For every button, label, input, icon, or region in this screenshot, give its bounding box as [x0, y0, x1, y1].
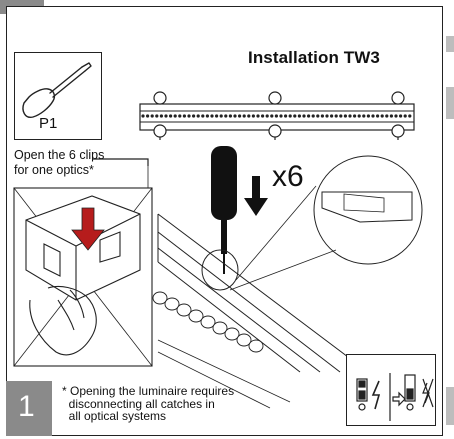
rail-dot — [279, 114, 283, 118]
rail-dot — [242, 114, 246, 118]
rail-dot — [311, 114, 315, 118]
rail-dot — [150, 114, 154, 118]
down-arrow-icon — [244, 176, 268, 216]
rail-dot — [288, 114, 292, 118]
rail-dot — [265, 114, 269, 118]
rail-dot — [205, 114, 209, 118]
rail-dot — [182, 114, 186, 118]
rail-dot — [141, 114, 145, 118]
rail-dot — [399, 114, 403, 118]
side-marker-mid — [446, 87, 454, 119]
rail-dot — [274, 114, 278, 118]
rail-dot — [284, 114, 288, 118]
red-arrow-icon — [71, 207, 105, 251]
rail-dot — [247, 114, 251, 118]
rail-dot — [334, 114, 338, 118]
rail-dot — [164, 114, 168, 118]
rail-dot — [215, 114, 219, 118]
disconnect-power-icon — [346, 354, 436, 426]
page-title: Installation TW3 — [248, 48, 380, 67]
rail-dot — [201, 114, 205, 118]
step-number: 1 — [18, 390, 35, 423]
rail-dot — [293, 114, 297, 118]
rail-dot — [169, 114, 173, 118]
footnote: * Opening the luminaire requires disconn… — [62, 384, 235, 423]
rail-dot — [146, 114, 150, 118]
rail-dot — [302, 114, 306, 118]
rail-dot — [192, 114, 196, 118]
rail-dot — [343, 114, 347, 118]
rail-dot — [178, 114, 182, 118]
rail-dot — [270, 114, 274, 118]
rail-dot — [219, 114, 223, 118]
rail-dot — [159, 114, 163, 118]
rail-dot — [408, 114, 412, 118]
rail-dot — [316, 114, 320, 118]
rail-dot — [320, 114, 324, 118]
rail-dot — [297, 114, 301, 118]
rail-dot — [376, 114, 380, 118]
rail-dot — [256, 114, 260, 118]
rail-dot — [339, 114, 343, 118]
rail-dot — [389, 114, 393, 118]
rail-dot — [380, 114, 384, 118]
tool-label: P1 — [39, 115, 58, 132]
rail-dot — [394, 114, 398, 118]
rail-dot — [371, 114, 375, 118]
rail-dot — [155, 114, 159, 118]
rail-lines-bottom — [157, 339, 291, 409]
rail-dot — [196, 114, 200, 118]
rail-dot — [403, 114, 407, 118]
side-marker-top — [446, 36, 454, 52]
rail-dot — [210, 114, 214, 118]
rail-clips-illustration — [157, 155, 423, 373]
rail-dot — [330, 114, 334, 118]
rail-dot — [385, 114, 389, 118]
rail-dots — [141, 114, 412, 118]
side-marker-bottom — [446, 387, 454, 425]
step-number-box — [6, 381, 52, 436]
clip-instruction-text: Open the 6 clips for one optics* — [14, 148, 105, 177]
clip-instruction: Open the 6 clips for one optics* — [14, 148, 104, 178]
rail-bar — [139, 91, 415, 140]
optics-lenses — [152, 291, 264, 353]
rail-dot — [187, 114, 191, 118]
rail-dot — [173, 114, 177, 118]
rail-dot — [366, 114, 370, 118]
rail-dot — [228, 114, 232, 118]
tool-box — [14, 52, 102, 140]
multiplier-label: x6 — [272, 160, 304, 193]
disconnect-power-icon-graphic — [356, 373, 434, 421]
screwdriver-icon — [22, 62, 92, 118]
rail-dot — [251, 114, 255, 118]
rail-dot — [362, 114, 366, 118]
rail-dot — [224, 114, 228, 118]
rail-dot — [261, 114, 265, 118]
rail-dot — [353, 114, 357, 118]
rail-dot — [357, 114, 361, 118]
rail-dot — [233, 114, 237, 118]
rail-dot — [238, 114, 242, 118]
rail-dot — [348, 114, 352, 118]
screwdriver-large-icon — [211, 146, 237, 274]
rail-dot — [307, 114, 311, 118]
rail-dot — [325, 114, 329, 118]
